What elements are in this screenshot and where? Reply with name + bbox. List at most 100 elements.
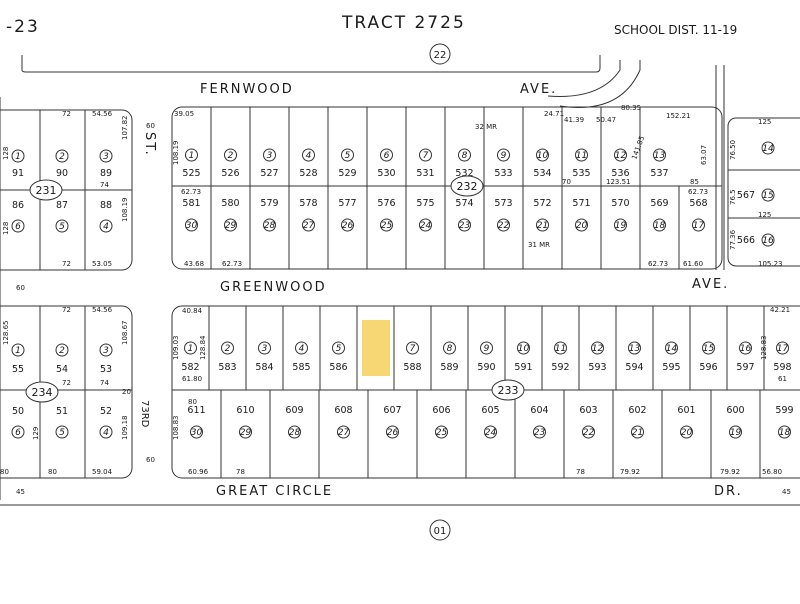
lot-number[interactable]: 582 bbox=[181, 362, 199, 373]
lot-number[interactable]: 606 bbox=[432, 405, 450, 416]
lot-number[interactable]: 88 bbox=[100, 200, 112, 211]
lot-number[interactable]: 566 bbox=[737, 235, 755, 246]
lot-number[interactable]: 609 bbox=[285, 405, 303, 416]
lot-number[interactable]: 579 bbox=[260, 198, 278, 209]
lot-number[interactable]: 596 bbox=[699, 362, 717, 373]
lot-number[interactable]: 571 bbox=[572, 198, 590, 209]
parcel-number: 24 bbox=[485, 428, 497, 438]
lot-number[interactable]: 532 bbox=[455, 168, 473, 179]
lot-number[interactable]: 588 bbox=[403, 362, 421, 373]
lot-number[interactable]: 589 bbox=[440, 362, 458, 373]
lot-number[interactable]: 531 bbox=[416, 168, 434, 179]
lot-number[interactable]: 575 bbox=[416, 198, 434, 209]
lot-number[interactable]: 605 bbox=[481, 405, 499, 416]
parcel-circle bbox=[536, 148, 549, 162]
lot-number[interactable]: 599 bbox=[775, 405, 793, 416]
parcel-number: 27 bbox=[303, 221, 315, 231]
lot-number[interactable]: 53 bbox=[100, 364, 112, 375]
parcel-circle bbox=[263, 218, 276, 232]
lot-number[interactable]: 580 bbox=[221, 198, 239, 209]
block-234-label[interactable]: 234 bbox=[32, 386, 53, 399]
lot-number[interactable]: 600 bbox=[726, 405, 744, 416]
parcel-circle bbox=[263, 148, 276, 162]
lot-number[interactable]: 601 bbox=[677, 405, 695, 416]
lot-number[interactable]: 530 bbox=[377, 168, 395, 179]
lot-number[interactable]: 528 bbox=[299, 168, 317, 179]
highlighted-parcel[interactable] bbox=[362, 320, 390, 376]
lot-number[interactable]: 534 bbox=[533, 168, 551, 179]
lot-number[interactable]: 585 bbox=[292, 362, 310, 373]
lot-number[interactable]: 52 bbox=[100, 406, 112, 417]
lot-number[interactable]: 89 bbox=[100, 168, 112, 179]
parcel-circle bbox=[295, 341, 308, 355]
lot-number[interactable]: 525 bbox=[182, 168, 200, 179]
lot-number[interactable]: 527 bbox=[260, 168, 278, 179]
dim-label: 141.85 bbox=[630, 135, 646, 161]
block-232-label[interactable]: 232 bbox=[457, 180, 478, 193]
parcel-circle bbox=[761, 233, 775, 247]
lot-number[interactable]: 537 bbox=[650, 168, 668, 179]
lot-number[interactable]: 594 bbox=[625, 362, 643, 373]
lot-number[interactable]: 603 bbox=[579, 405, 597, 416]
lot-number[interactable]: 574 bbox=[455, 198, 473, 209]
lot-number[interactable]: 583 bbox=[218, 362, 236, 373]
lot-number[interactable]: 536 bbox=[611, 168, 629, 179]
lot-number[interactable]: 597 bbox=[736, 362, 754, 373]
parcel-circle bbox=[739, 341, 752, 355]
dim-label: 79.92 bbox=[720, 468, 740, 476]
lot-number[interactable]: 590 bbox=[477, 362, 495, 373]
lot-number[interactable]: 577 bbox=[338, 198, 356, 209]
lot-number[interactable]: 51 bbox=[56, 406, 68, 417]
parcel-number: 10 bbox=[537, 151, 549, 161]
lot-number[interactable]: 592 bbox=[551, 362, 569, 373]
lot-number[interactable]: 572 bbox=[533, 198, 551, 209]
lot-number[interactable]: 529 bbox=[338, 168, 356, 179]
page-01-label[interactable]: 01 bbox=[434, 526, 447, 537]
lot-number[interactable]: 576 bbox=[377, 198, 395, 209]
lot-number[interactable]: 533 bbox=[494, 168, 512, 179]
lot-number[interactable]: 86 bbox=[12, 200, 24, 211]
lot-number[interactable]: 581 bbox=[182, 198, 200, 209]
parcel-circle bbox=[341, 218, 354, 232]
parcel-circle bbox=[406, 341, 419, 355]
dim-label: 80.35 bbox=[621, 104, 641, 112]
lot-number[interactable]: 91 bbox=[12, 168, 24, 179]
lot-number[interactable]: 50 bbox=[12, 406, 24, 417]
lot-number[interactable]: 604 bbox=[530, 405, 548, 416]
parcel-number: 27 bbox=[338, 428, 350, 438]
block-231-label[interactable]: 231 bbox=[36, 184, 57, 197]
lot-number[interactable]: 598 bbox=[773, 362, 791, 373]
lot-number[interactable]: 608 bbox=[334, 405, 352, 416]
lot-number[interactable]: 595 bbox=[662, 362, 680, 373]
lot-number[interactable]: 570 bbox=[611, 198, 629, 209]
dim-label: 70 bbox=[562, 178, 571, 186]
lot-number[interactable]: 611 bbox=[187, 405, 205, 416]
lot-number[interactable]: 567 bbox=[737, 190, 755, 201]
lot-number[interactable]: 526 bbox=[221, 168, 239, 179]
lot-number[interactable]: 591 bbox=[514, 362, 532, 373]
lot-number[interactable]: 55 bbox=[12, 364, 24, 375]
lot-number[interactable]: 602 bbox=[628, 405, 646, 416]
lot-number[interactable]: 90 bbox=[56, 168, 68, 179]
lot-number[interactable]: 578 bbox=[299, 198, 317, 209]
lot-number[interactable]: 87 bbox=[56, 200, 68, 211]
lot-number[interactable]: 610 bbox=[236, 405, 254, 416]
parcel-number: 28 bbox=[264, 221, 276, 231]
lot-number[interactable]: 568 bbox=[689, 198, 707, 209]
lot-number[interactable]: 573 bbox=[494, 198, 512, 209]
lot-number[interactable]: 569 bbox=[650, 198, 668, 209]
page-22-label[interactable]: 22 bbox=[434, 50, 447, 61]
lot-number[interactable]: 586 bbox=[329, 362, 347, 373]
block-233-label[interactable]: 233 bbox=[498, 384, 519, 397]
dim-label: 50.47 bbox=[596, 116, 616, 124]
lot-number[interactable]: 535 bbox=[572, 168, 590, 179]
parcel-circle bbox=[419, 148, 432, 162]
fernwood-street-type: AVE. bbox=[520, 82, 557, 97]
lot-number[interactable]: 593 bbox=[588, 362, 606, 373]
dim-label: 72 bbox=[62, 260, 71, 268]
dim-label: 108.67 bbox=[121, 321, 129, 346]
lot-number[interactable]: 54 bbox=[56, 364, 68, 375]
parcel-circle bbox=[497, 218, 510, 232]
lot-number[interactable]: 584 bbox=[255, 362, 273, 373]
lot-number[interactable]: 607 bbox=[383, 405, 401, 416]
